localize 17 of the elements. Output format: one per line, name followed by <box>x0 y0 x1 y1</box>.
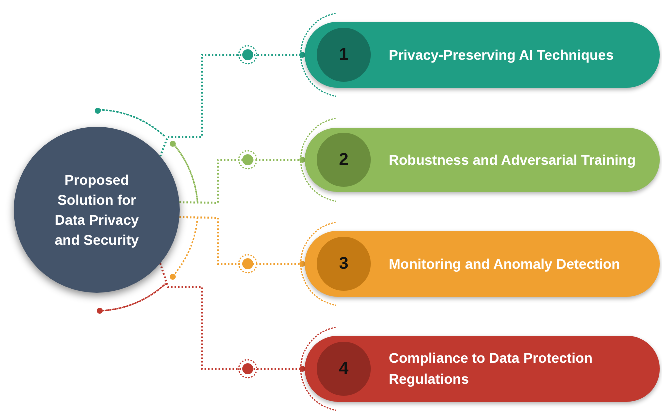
connector-line <box>180 216 306 267</box>
step-pill <box>305 336 660 402</box>
step-pill <box>305 128 660 192</box>
number-badge: 1 <box>317 28 371 82</box>
step-label: Robustness and Adversarial Training <box>389 150 637 170</box>
step-pill <box>305 231 660 297</box>
number-badge: 3 <box>317 237 371 291</box>
connector-line <box>160 52 306 157</box>
connector-line <box>160 263 306 372</box>
topic-text: Proposed Solution for Data Privacy and Security <box>54 171 140 250</box>
number-badge: 2 <box>317 133 371 187</box>
step-label: Monitoring and Anomaly Detection <box>389 254 622 274</box>
number-badge: 4 <box>317 342 371 396</box>
connector-line <box>180 157 306 204</box>
step-label: Compliance to Data Protection Regulations <box>389 349 594 389</box>
step-pill <box>305 22 660 88</box>
step-label: Privacy-Preserving AI Techniques <box>389 46 615 65</box>
